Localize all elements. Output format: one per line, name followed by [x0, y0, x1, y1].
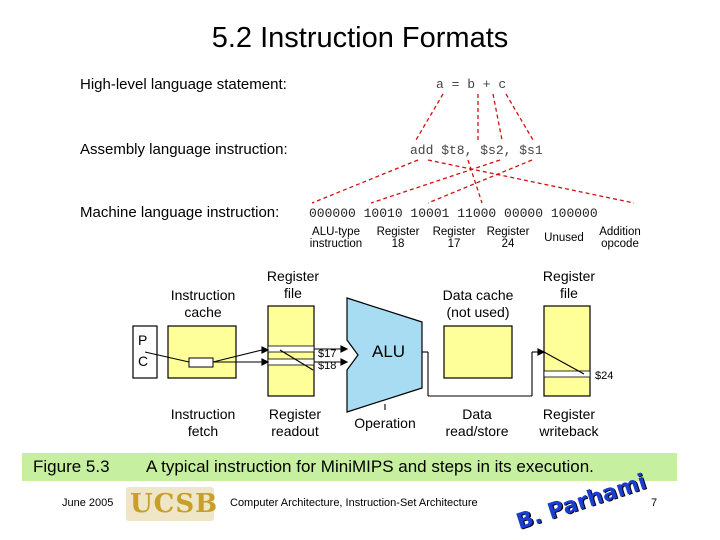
machine-label: Machine language instruction:: [80, 204, 280, 221]
assembly-code: add $t8, $s2, $s1: [410, 143, 543, 158]
footer-course: Computer Architecture, Instruction-Set A…: [230, 497, 478, 509]
reg-s24-label: $24: [595, 370, 614, 382]
machine-code: 000000 10010 10001 11000 00000 100000: [309, 206, 598, 221]
mapping-lines: [311, 93, 635, 204]
ucsb-logo: UCSB: [126, 487, 217, 521]
reg-s18-label: $18: [318, 360, 337, 372]
figure-number: Figure 5.3: [33, 457, 110, 476]
alu-shape: [346, 297, 423, 413]
instruction-cache-title: Instruction cache: [170, 287, 236, 320]
high-level-code: a = b + c: [436, 77, 507, 92]
caption-bar: [22, 453, 677, 481]
field-caption-sh: Unused: [544, 232, 584, 244]
pc-label-c: C: [138, 353, 149, 369]
footer-date: June 2005: [62, 497, 114, 509]
reg-s17-label: $17: [318, 348, 337, 360]
alu-label: ALU: [372, 342, 406, 361]
stage-operation: Operation: [354, 415, 416, 431]
assembly-label: Assembly language instruction:: [80, 141, 288, 158]
register-file-left-title: Register file: [266, 268, 320, 301]
page-number: 7: [651, 497, 658, 509]
author-logo: B. Parhami: [513, 469, 650, 536]
data-cache-title: Data cache (not used): [442, 287, 514, 320]
datapath-wires: [144, 345, 585, 410]
register-file-right-box: [543, 305, 591, 397]
instruction-cache-box: [167, 325, 237, 379]
register-file-right-title: Register file: [542, 268, 596, 301]
figure-caption: A typical instruction for MiniMIPS and s…: [146, 457, 594, 476]
pc-label-p: P: [138, 332, 148, 348]
instruction-cache-entry: [188, 357, 214, 368]
data-cache-box: [443, 325, 513, 379]
slide-title: 5.2 Instruction Formats: [211, 22, 509, 54]
high-level-label: High-level language statement:: [80, 76, 287, 93]
